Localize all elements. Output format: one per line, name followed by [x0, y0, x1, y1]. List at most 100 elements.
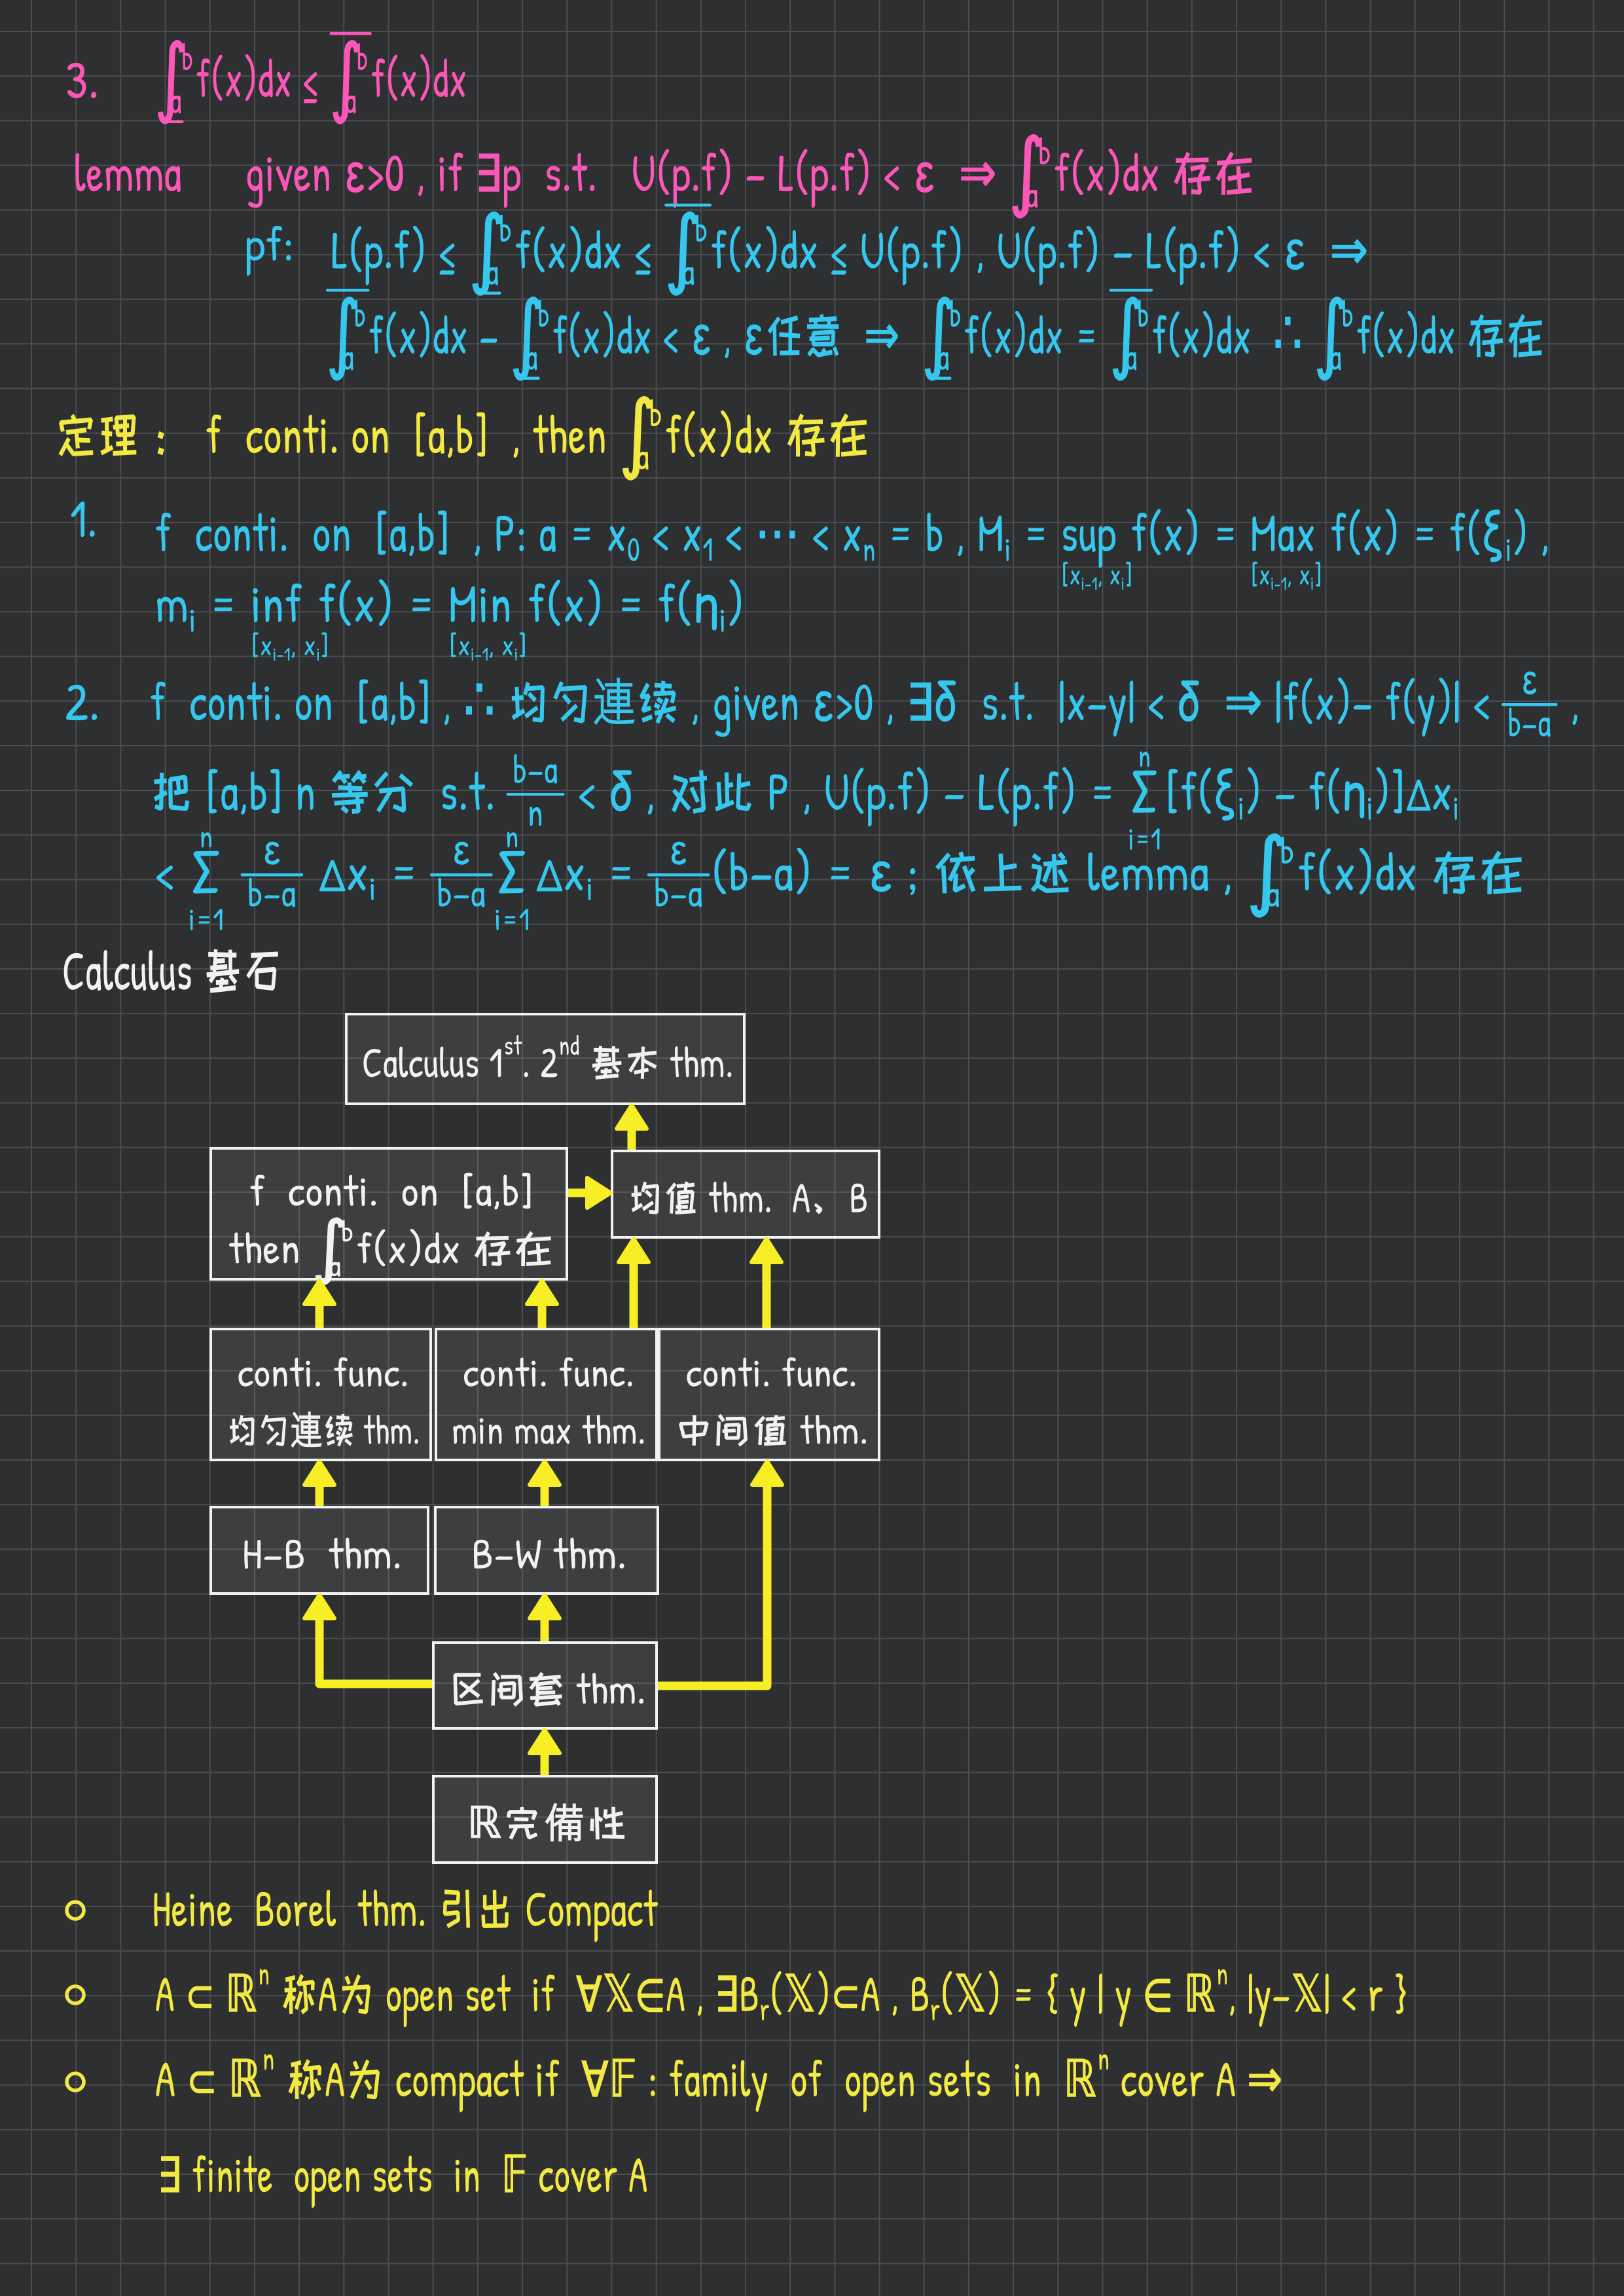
glyph	[892, 2005, 897, 2016]
line-ink	[156, 2054, 1281, 2113]
glyph	[522, 1173, 531, 1209]
glyph	[929, 2072, 942, 2096]
glyph	[448, 153, 463, 192]
glyph	[1217, 315, 1232, 354]
arrow-bw-to-minmax	[528, 1459, 562, 1506]
glyph	[612, 2058, 635, 2097]
glyph	[807, 314, 839, 357]
glyph	[530, 807, 542, 826]
glyph	[855, 684, 873, 721]
glyph	[982, 311, 992, 357]
glyph	[306, 1185, 322, 1206]
glyph	[995, 328, 1011, 354]
glyph	[619, 1563, 624, 1569]
glyph	[367, 1366, 382, 1387]
glyph	[927, 513, 943, 552]
glyph	[589, 427, 605, 454]
glyph	[1079, 330, 1094, 343]
glyph	[261, 1414, 287, 1447]
glyph	[343, 1175, 359, 1206]
glyph	[888, 226, 899, 272]
glyph	[727, 1072, 732, 1078]
glyph	[683, 266, 695, 285]
glyph	[196, 58, 210, 98]
glyph	[570, 225, 581, 273]
glyph	[460, 803, 466, 810]
glyph	[346, 2167, 359, 2193]
glyph	[1170, 311, 1180, 357]
glyph	[1484, 509, 1502, 562]
arrow-completeness-to-nested	[528, 1728, 562, 1775]
glyph	[723, 1181, 737, 1212]
glyph	[232, 2058, 261, 2097]
glyph	[861, 1977, 880, 2012]
glyph	[639, 680, 677, 724]
glyph	[1302, 678, 1313, 724]
glyph	[200, 1901, 214, 1927]
glyph	[1374, 311, 1384, 357]
glyph	[297, 784, 314, 811]
bullet-2-text: A ⊂ ℝ^n 称A为 open set if ∀𝕏∈A , ∃B_r(𝕏)⊂A…	[155, 1880, 1406, 2028]
glyph	[488, 803, 493, 810]
glyph	[1349, 509, 1360, 555]
glyph	[958, 545, 963, 556]
glyph	[1113, 253, 1132, 258]
glyph	[1165, 226, 1176, 272]
glyph	[850, 1381, 856, 1387]
glyph	[1284, 682, 1299, 721]
glyph	[687, 1367, 702, 1387]
glyph	[477, 2072, 492, 2097]
glyph	[553, 681, 588, 723]
glyph	[503, 166, 521, 208]
glyph	[511, 682, 545, 723]
line-ink	[63, 949, 278, 993]
glyph	[389, 1243, 406, 1264]
glyph	[440, 1046, 449, 1078]
glyph	[1148, 695, 1164, 720]
glyph	[192, 850, 219, 894]
glyph	[357, 43, 367, 71]
glyph	[534, 226, 545, 272]
glyph	[825, 774, 848, 810]
glyph	[1369, 1987, 1383, 2012]
glyph	[230, 1415, 255, 1446]
glyph	[198, 916, 210, 924]
glyph	[549, 1902, 564, 1927]
glyph	[342, 1220, 353, 1242]
glyph	[1039, 137, 1050, 165]
glyph	[797, 847, 809, 895]
glyph	[1450, 513, 1466, 552]
glyph	[246, 682, 262, 721]
lemma-label: lemma	[74, 60, 181, 192]
glyph	[283, 1242, 298, 1264]
glyph	[1055, 153, 1070, 192]
glyph	[469, 771, 486, 811]
glyph	[791, 2072, 806, 2097]
glyph	[156, 866, 173, 890]
glyph	[592, 1673, 607, 1704]
glyph	[751, 875, 772, 880]
glyph	[156, 596, 187, 623]
glyph	[402, 1185, 418, 1206]
glyph	[746, 324, 763, 355]
glyph	[516, 230, 531, 269]
glyph	[314, 165, 329, 192]
glyph	[785, 1973, 814, 2012]
glyph	[923, 262, 928, 268]
glyph	[1468, 314, 1504, 357]
glyph	[515, 1425, 538, 1444]
glyph	[779, 155, 793, 192]
glyph	[1319, 848, 1331, 894]
glyph	[935, 851, 976, 894]
glyph	[496, 515, 514, 551]
item-1-line-2: m_i = inf_{[x_i-1, x_i]} f(x) = Min_{[x_…	[155, 491, 741, 661]
glyph	[245, 54, 255, 101]
glyph	[559, 1357, 573, 1387]
item-2-line-1: f conti. on [a,b] , ∴ 均匀連续 , given ε>0 ,…	[150, 589, 1578, 737]
glyph	[1254, 244, 1269, 268]
glyph	[775, 865, 793, 891]
glyph	[653, 526, 668, 551]
glyph	[670, 2060, 683, 2097]
glyph	[351, 226, 362, 272]
glyph	[329, 1537, 344, 1569]
